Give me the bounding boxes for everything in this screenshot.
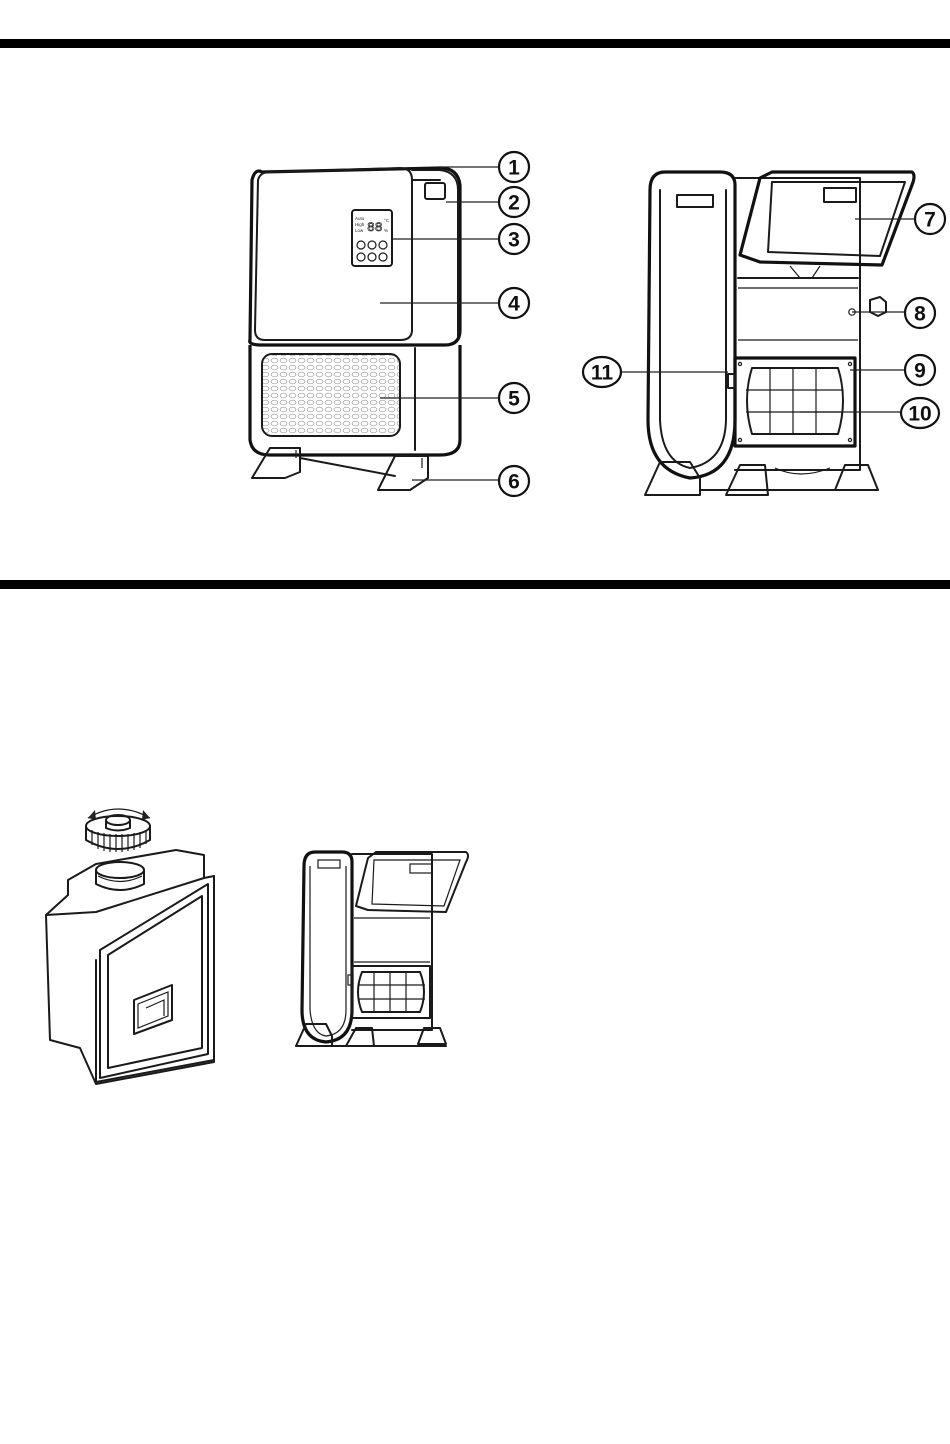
- lcd-unit-percent: %: [384, 228, 388, 233]
- lcd-digits: 88: [367, 220, 383, 235]
- callout-6: 6: [412, 466, 529, 496]
- tank-window: [824, 188, 856, 202]
- svg-text:3: 3: [508, 229, 520, 252]
- small-rear-view: [296, 852, 468, 1046]
- svg-text:2: 2: [508, 192, 520, 215]
- rear-view-unit: [645, 172, 914, 495]
- svg-text:11: 11: [591, 362, 614, 385]
- callout-7: 7: [855, 204, 945, 234]
- svg-text:8: 8: [914, 303, 926, 326]
- tank-slot: [134, 985, 172, 1034]
- lcd-label-low: Low: [355, 228, 364, 233]
- lcd-label-auto: Auto: [355, 216, 365, 221]
- front-grille-mesh: [262, 354, 400, 436]
- callout-11: 11: [583, 357, 728, 387]
- callout-5: 5: [380, 383, 529, 413]
- svg-text:10: 10: [908, 403, 931, 426]
- callout-10: 10: [800, 398, 939, 428]
- filter-frame: [735, 358, 855, 446]
- water-tank-illustration: [46, 809, 214, 1084]
- svg-text:9: 9: [914, 360, 926, 383]
- rear-handle-slot: [677, 195, 713, 207]
- tank-cap: [86, 815, 150, 852]
- svg-text:6: 6: [508, 471, 520, 494]
- front-view-unit: Auto High Low 88 °C %: [250, 168, 460, 490]
- drain-plug: [870, 297, 886, 316]
- control-panel: Auto High Low 88 °C %: [352, 210, 392, 266]
- svg-text:4: 4: [508, 293, 520, 316]
- water-tank-open: [740, 172, 914, 278]
- callout-8: 8: [852, 298, 935, 328]
- lcd-unit-celsius: °C: [384, 218, 390, 223]
- svg-text:5: 5: [508, 388, 520, 411]
- svg-text:7: 7: [924, 209, 936, 232]
- callout-9: 9: [850, 355, 935, 385]
- callout-4: 4: [380, 288, 529, 318]
- filter-grid: [746, 368, 843, 434]
- right-foot: [378, 456, 428, 490]
- lcd-label-high: High: [355, 222, 365, 227]
- svg-text:1: 1: [508, 157, 520, 180]
- callout-1: 1: [438, 152, 529, 182]
- handle-slot: [425, 183, 445, 199]
